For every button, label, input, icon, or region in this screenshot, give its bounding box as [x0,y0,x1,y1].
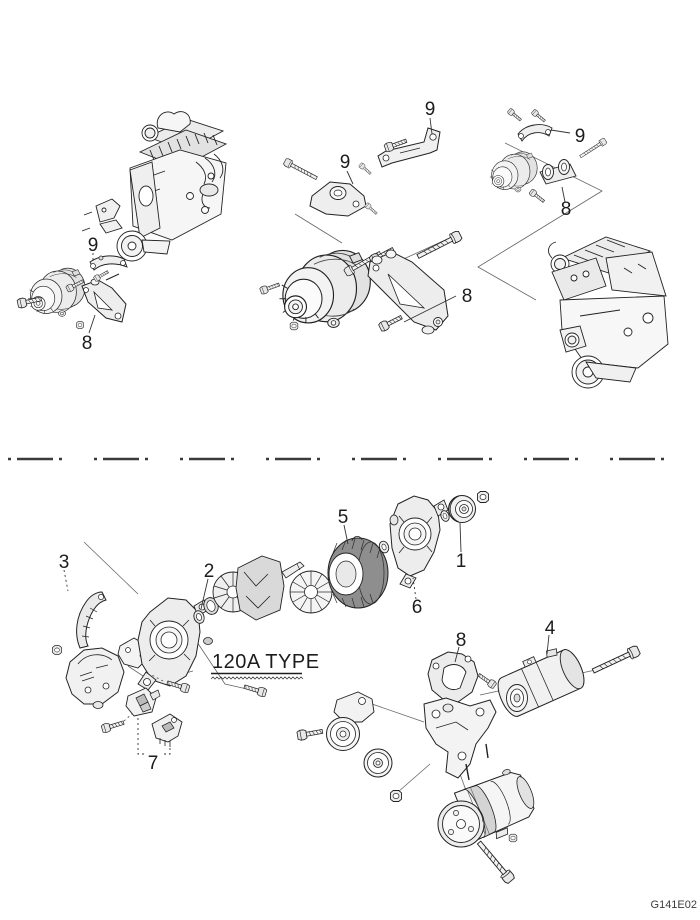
stator-part5 [327,535,389,609]
regulator-part7b [151,713,183,747]
callout-6-front-bracket: 6 [412,597,423,618]
curved-brace-bracket [517,124,553,142]
mounting-bracket-assembly-bottom [296,644,642,886]
rotor-assembly [212,555,333,621]
main-mount-bracket [423,697,497,781]
front-bracket-part6 [389,495,449,589]
alternator-small-right [489,151,538,193]
clamp-bracket-part8 [427,651,479,703]
alternator-exploded-view [52,491,489,747]
callout-8-gusset-left: 8 [82,333,93,354]
callout-9-support-bracket: 9 [425,99,436,120]
alternator-part4 [497,648,585,717]
brush-holder-part7a [125,687,161,717]
callout-leader-lines [63,117,571,755]
alternator-assembly-top-left [16,255,128,329]
alternator-large [278,249,371,329]
callout-3-brush-guard: 3 [59,552,70,573]
type-label-zigzag-underline [210,676,304,680]
ac-compressor [437,769,535,848]
callout-9-mount-block-middle: 9 [340,152,351,173]
callout-9-curved-brace-right: 9 [575,126,586,147]
type-label: 120A TYPE [212,651,320,673]
alternator-assembly-top-right [477,107,608,301]
belt-tensioner [326,691,375,751]
engine-4cyl-illustration [81,111,228,262]
mount-gusset-bracket [81,279,127,323]
callout-8-mount-boss-right: 8 [561,199,572,220]
idler-pulley [363,748,393,778]
callout-5-stator: 5 [338,507,349,528]
callout-8-clamp-bracket: 8 [456,630,467,651]
brush-guard-part3 [76,591,107,649]
callout-7-brush-regulator: 7 [148,753,159,774]
callout-2-bearing-washer: 2 [204,561,215,582]
support-bracket [377,127,441,168]
callout-4-alternator: 4 [545,618,556,639]
drawing-code: G141E02 [651,899,697,911]
callout-1-pulley: 1 [456,551,467,572]
engine-v6-illustration [548,236,669,389]
alternator-small [27,267,86,317]
pulley-part1 [448,495,476,523]
rear-cover [65,647,125,705]
callout-9-adjust-strap-left: 9 [88,235,99,256]
alternator-assembly-top-middle [259,127,464,335]
callout-8-gusset-middle: 8 [462,286,473,307]
